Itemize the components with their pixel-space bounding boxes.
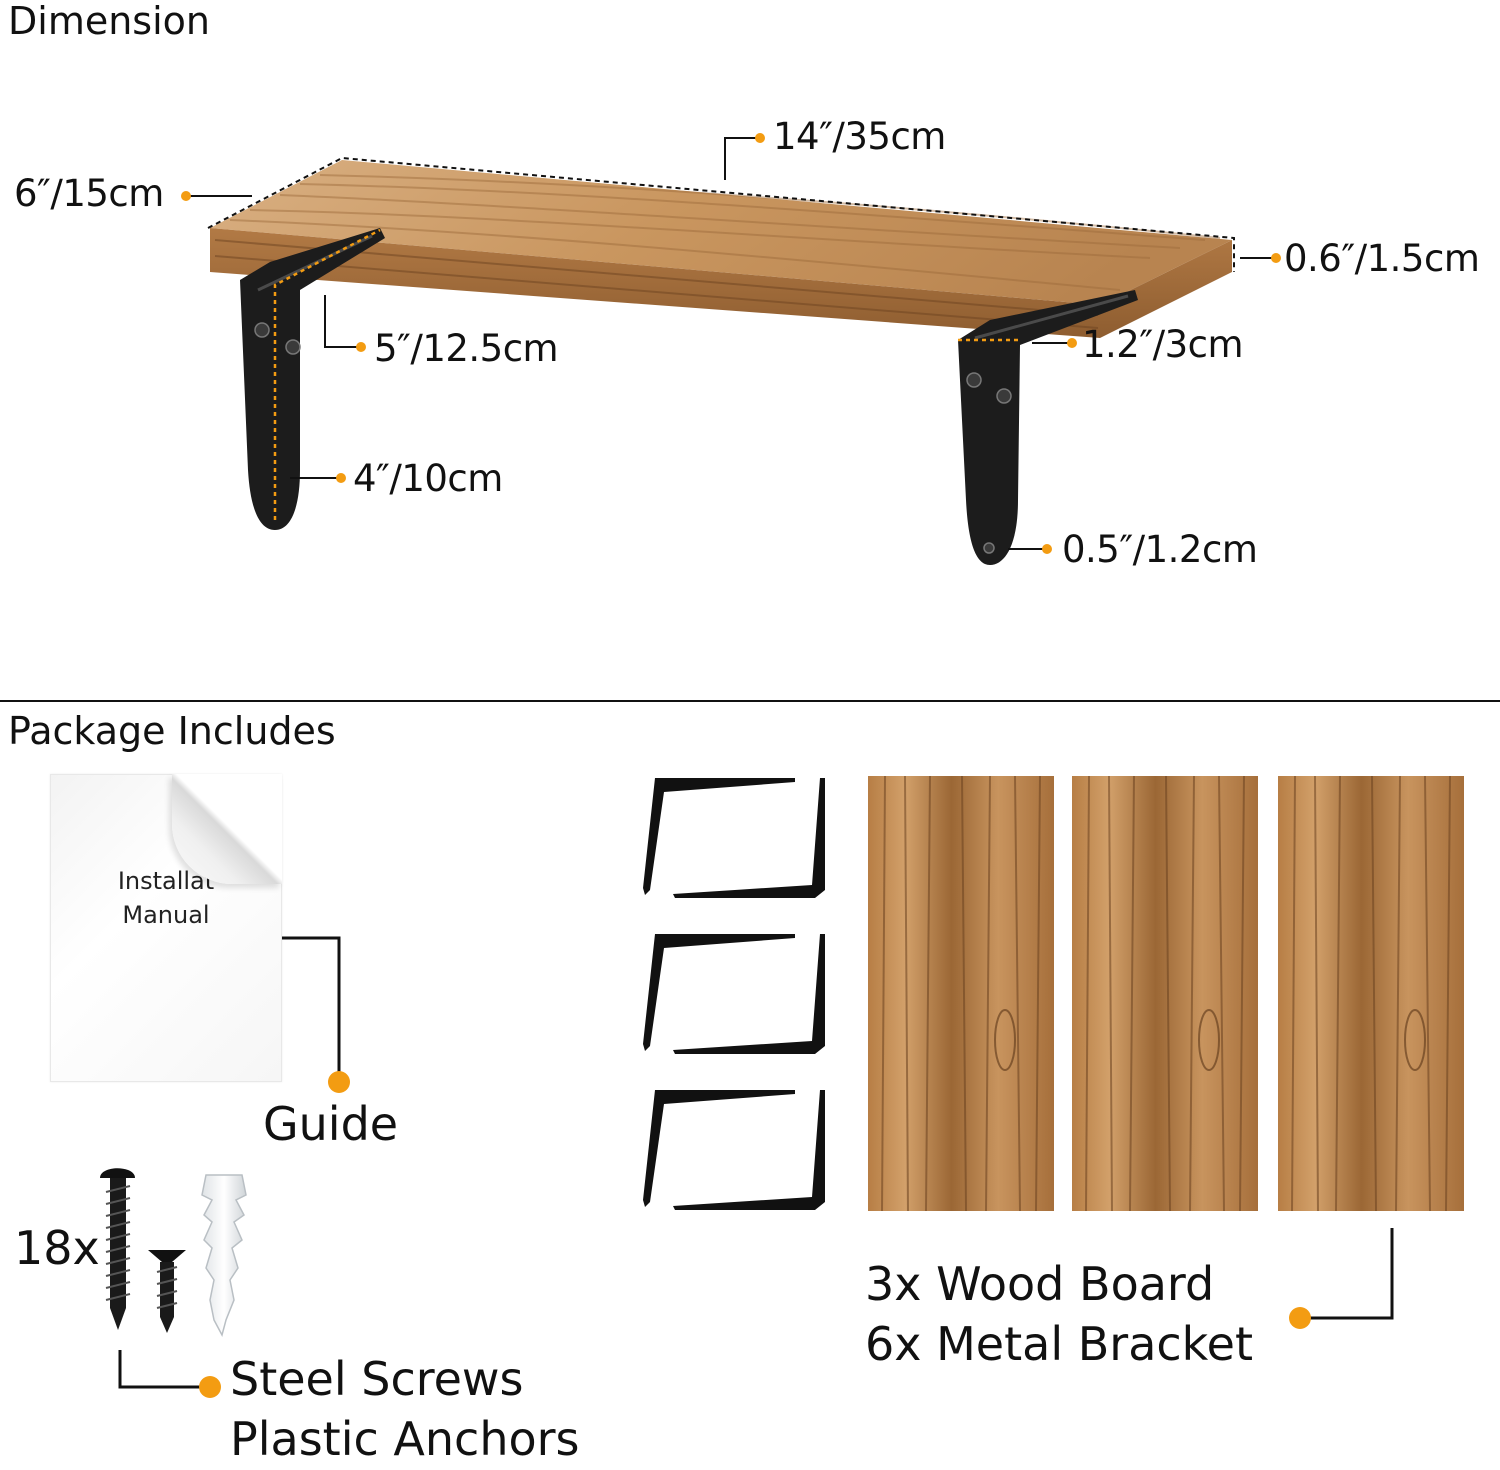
- flat-bracket-2: [643, 934, 825, 1054]
- screws-label: Steel Screws: [230, 1352, 524, 1406]
- dimension-dots: [181, 133, 1281, 554]
- dimension-heading: Dimension: [8, 0, 210, 43]
- dimension-callouts: [188, 137, 1274, 550]
- bracket-arm-label: 5″/12.5cm: [374, 327, 559, 370]
- length-label: 14″/35cm: [773, 115, 946, 158]
- installation-manual: Installat Manual: [50, 774, 282, 1082]
- wood-board-2: [1072, 775, 1258, 1212]
- shelf-top-surface: [210, 160, 1232, 305]
- wood-board-3: [1278, 775, 1464, 1212]
- depth-label: 6″/15cm: [14, 172, 164, 215]
- package-dots: [199, 1071, 1311, 1398]
- boards-brackets-label: 3x Wood Board 6x Metal Bracket: [865, 1255, 1253, 1375]
- bracket-set: [643, 778, 825, 1210]
- wood-board-label: 3x Wood Board: [865, 1257, 1215, 1311]
- short-screw: [148, 1250, 186, 1333]
- bracket-width-label: 1.2″/3cm: [1082, 323, 1244, 366]
- shelf-bracket-left: [240, 228, 385, 530]
- anchors-label: Plastic Anchors: [230, 1411, 580, 1466]
- bracket-height-label: 4″/10cm: [353, 457, 503, 500]
- page-curl: [172, 774, 282, 884]
- flat-bracket-3: [643, 1090, 825, 1210]
- thickness-label: 0.6″/1.5cm: [1284, 237, 1480, 280]
- screws-anchors-label: Steel Screws Plastic Anchors: [230, 1350, 580, 1470]
- wood-board-set: [868, 775, 1464, 1212]
- plastic-anchor: [201, 1174, 247, 1338]
- shelf-bracket-right: [958, 290, 1138, 565]
- screw-count-label: 18x: [14, 1221, 100, 1275]
- manual-title: Installat Manual: [51, 865, 281, 932]
- guide-label: Guide: [263, 1097, 399, 1151]
- wood-board-1: [868, 775, 1054, 1212]
- package-heading: Package Includes: [8, 709, 336, 753]
- flat-bracket-1: [643, 778, 825, 898]
- shelf-illustration: [207, 156, 1235, 338]
- package-callouts: [118, 936, 1394, 1389]
- metal-bracket-label: 6x Metal Bracket: [865, 1316, 1254, 1371]
- manual-title-line2: Manual: [122, 900, 210, 929]
- bracket-tip-label: 0.5″/1.2cm: [1062, 528, 1258, 571]
- long-screw: [100, 1168, 135, 1330]
